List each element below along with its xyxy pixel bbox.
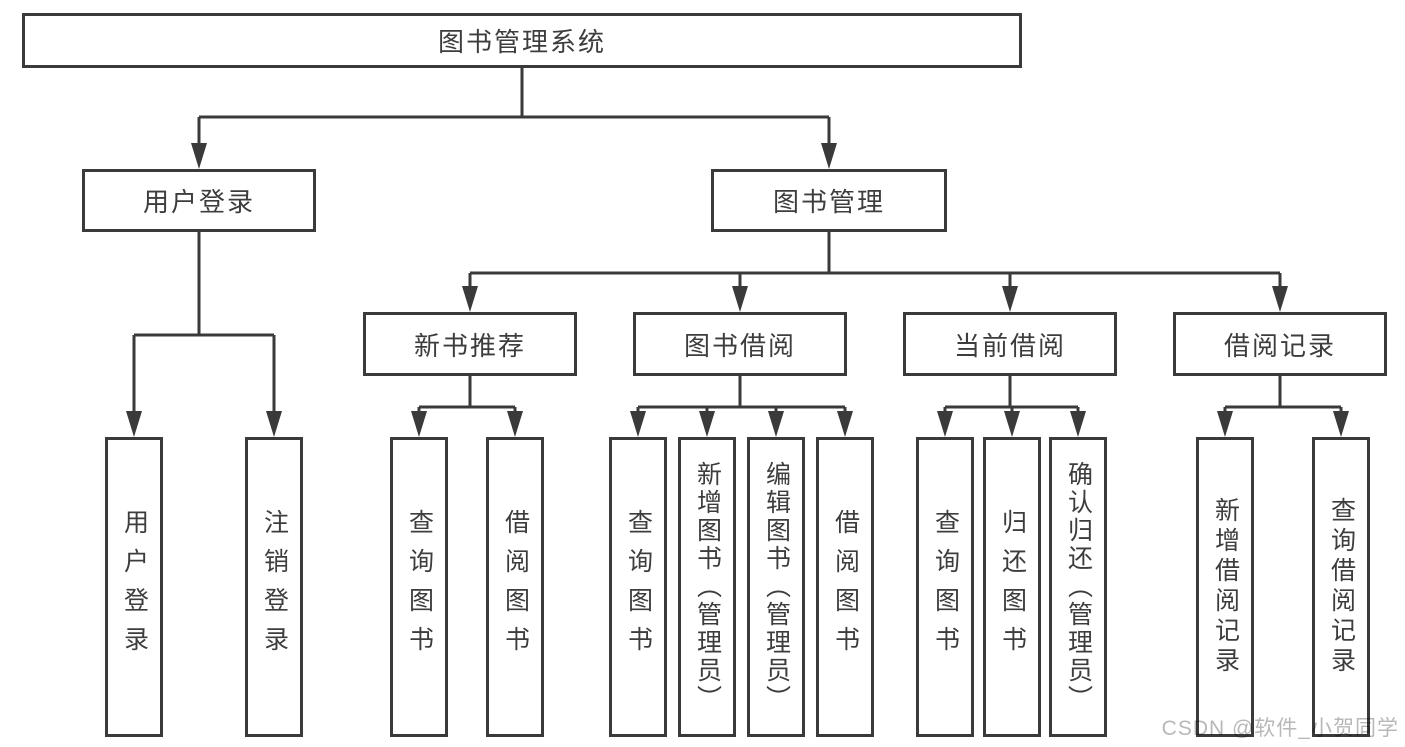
leaf-label: 归还图书 bbox=[998, 509, 1027, 665]
leaf-label: 查询图书 bbox=[931, 509, 960, 665]
leaf-label: 查询图书 bbox=[624, 509, 653, 665]
leaf-label: 注销登录 bbox=[260, 509, 289, 665]
leaf-query-books-recommend: 查询图书 bbox=[390, 437, 448, 737]
leaf-label: 编辑图书（管理员） bbox=[762, 461, 791, 713]
leaf-query-books-current: 查询图书 bbox=[916, 437, 974, 737]
leaf-user-login: 用户登录 bbox=[105, 437, 163, 737]
node-label: 图书管理系统 bbox=[437, 27, 606, 57]
node-label: 新书推荐 bbox=[413, 330, 526, 361]
leaf-edit-books-admin: 编辑图书（管理员） bbox=[747, 437, 805, 737]
node-user-login: 用户登录 bbox=[82, 169, 316, 232]
leaf-borrow-books: 借阅图书 bbox=[816, 437, 874, 737]
leaf-borrow-books-recommend: 借阅图书 bbox=[486, 437, 544, 737]
leaf-label: 确认归还（管理员） bbox=[1064, 461, 1093, 713]
leaf-query-books-borrowing: 查询图书 bbox=[609, 437, 667, 737]
leaf-return-books: 归还图书 bbox=[983, 437, 1041, 737]
node-label: 图书借阅 bbox=[683, 330, 796, 361]
leaf-query-borrow-record: 查询借阅记录 bbox=[1312, 437, 1370, 737]
leaf-confirm-return-admin: 确认归还（管理员） bbox=[1049, 437, 1107, 737]
leaf-label: 查询借阅记录 bbox=[1327, 497, 1356, 677]
leaf-label: 借阅图书 bbox=[501, 509, 530, 665]
node-label: 图书管理 bbox=[772, 187, 885, 217]
node-library-management-system: 图书管理系统 bbox=[22, 13, 1022, 68]
leaf-label: 新增借阅记录 bbox=[1211, 497, 1240, 677]
leaf-add-borrow-record: 新增借阅记录 bbox=[1196, 437, 1254, 737]
node-new-book-recommend: 新书推荐 bbox=[363, 312, 577, 376]
csdn-watermark: CSDN @软件_小贺同学 bbox=[1161, 717, 1399, 740]
leaf-logout-login: 注销登录 bbox=[245, 437, 303, 737]
node-current-borrowing: 当前借阅 bbox=[903, 312, 1117, 376]
leaf-label: 查询图书 bbox=[405, 509, 434, 665]
node-label: 借阅记录 bbox=[1223, 330, 1336, 361]
leaf-label: 借阅图书 bbox=[831, 509, 860, 665]
leaf-add-books-admin: 新增图书（管理员） bbox=[678, 437, 736, 737]
arrowheads bbox=[126, 143, 1349, 437]
node-label: 用户登录 bbox=[142, 187, 255, 217]
node-book-management: 图书管理 bbox=[711, 169, 947, 232]
node-label: 当前借阅 bbox=[953, 330, 1066, 361]
leaf-label: 新增图书（管理员） bbox=[693, 461, 722, 713]
node-borrowing-records: 借阅记录 bbox=[1173, 312, 1387, 376]
node-book-borrowing: 图书借阅 bbox=[633, 312, 847, 376]
leaf-label: 用户登录 bbox=[120, 509, 149, 665]
